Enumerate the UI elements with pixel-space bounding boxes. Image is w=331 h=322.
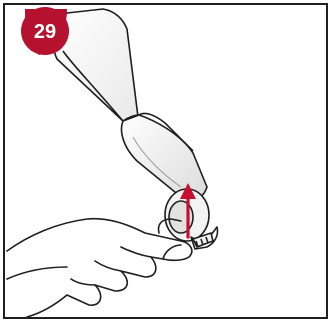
handle-head-block (122, 113, 207, 199)
instruction-illustration: 29 (5, 5, 326, 317)
illustration-frame: 29 (3, 3, 328, 319)
step-number-badge: 29 (21, 7, 69, 55)
step-number-label: 29 (34, 21, 56, 43)
hand-illustration (7, 219, 192, 317)
